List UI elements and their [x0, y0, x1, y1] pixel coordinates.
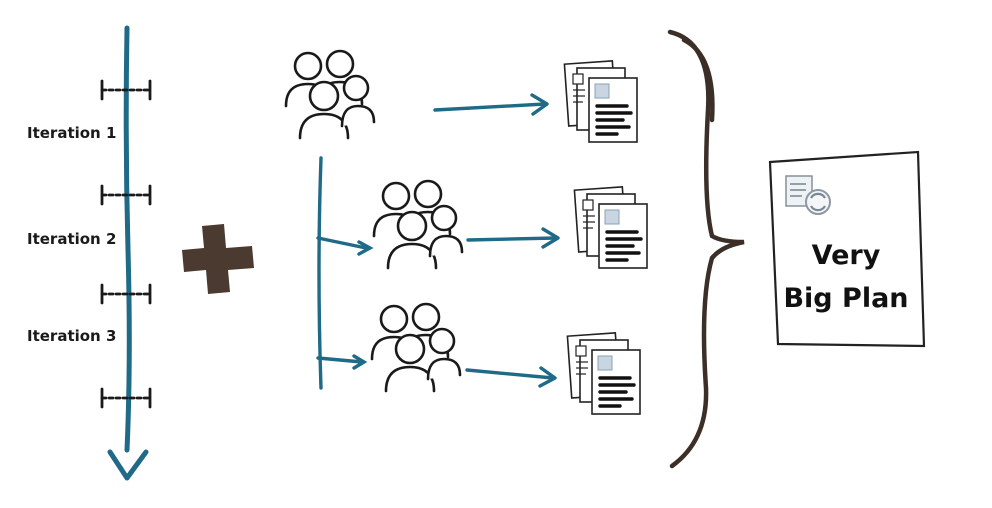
- timeline-arrow: [107, 25, 149, 481]
- main-team-icon: [284, 49, 376, 140]
- document-refresh-icon: [785, 175, 831, 215]
- plan-title-line-2: Big Plan: [783, 283, 909, 314]
- iteration-label-1: Iteration 1: [27, 124, 117, 142]
- big-plan-card: [768, 150, 926, 348]
- plan-documents-icon-2: [572, 185, 649, 270]
- plus-icon: [182, 224, 254, 294]
- team-to-plan-arrows: [433, 93, 560, 388]
- team-branch-connector: [316, 156, 374, 390]
- sub-team-icon-1: [372, 179, 464, 270]
- sub-team-icon-2: [370, 302, 462, 393]
- iteration-label-3: Iteration 3: [27, 327, 117, 345]
- iteration-label-2: Iteration 2: [27, 230, 117, 248]
- plan-title-line-1: Very: [811, 240, 881, 271]
- curly-brace: [667, 29, 745, 469]
- iteration-tick-4: [100, 387, 152, 409]
- iteration-tick-3: [100, 283, 152, 305]
- plan-documents-icon-1: [562, 59, 639, 144]
- plan-documents-icon-3: [565, 331, 642, 416]
